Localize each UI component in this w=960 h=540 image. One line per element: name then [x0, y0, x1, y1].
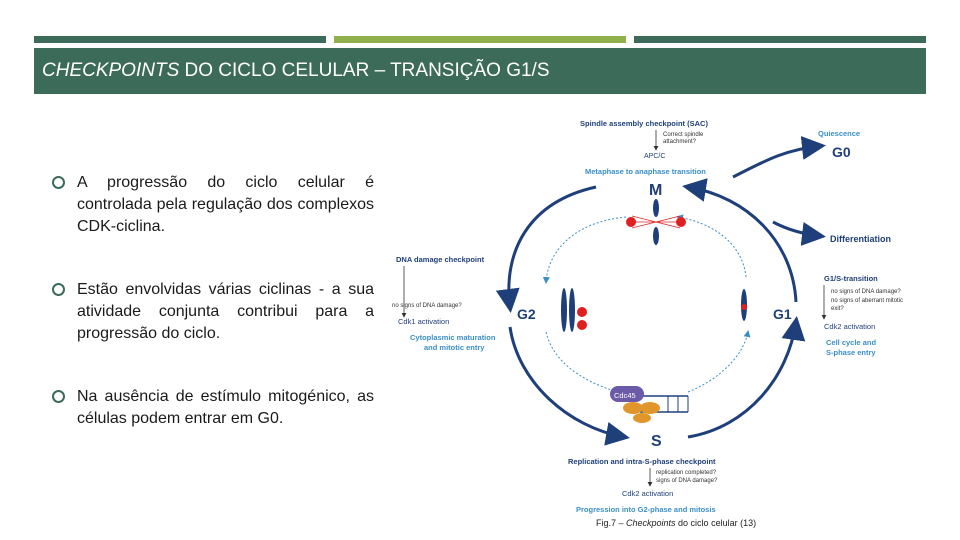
g1-chromosome: [741, 289, 747, 321]
figure-caption: Fig.7 – Checkpoints do ciclo celular (13…: [596, 518, 756, 528]
intra-s-title: Replication and intra-S-phase checkpoint: [568, 457, 716, 466]
sac-question-1: Correct spindle: [663, 132, 704, 138]
slide-title: CHECKPOINTS DO CICLO CELULAR – TRANSIÇÃO…: [34, 48, 926, 94]
cell-cycle-entry-2: S-phase entry: [826, 348, 876, 357]
bullet-item: Estão envolvidas várias ciclinas - a sua…: [52, 279, 374, 345]
cdk2-activation-g1: Cdk2 activation: [824, 322, 875, 331]
g1s-question-3: exit?: [831, 306, 844, 312]
progression-g2-mitosis: Progression into G2-phase and mitosis: [576, 505, 716, 514]
cell-cycle-svg: Spindle assembly checkpoint (SAC) Correc…: [392, 119, 903, 514]
cdc45-label: Cdc45: [614, 391, 636, 400]
inner-arrow-3: [687, 330, 751, 393]
cytoplasmic-maturation-2: and mitotic entry: [424, 343, 485, 352]
bullet-text: Na ausência de estímulo mitogénico, as c…: [77, 388, 374, 427]
phase-g0-label: G0: [832, 144, 851, 160]
bullet-text: A progressão do ciclo celular é controla…: [77, 174, 374, 235]
sac-question-2: attachment?: [663, 139, 697, 145]
quiescence-label: Quiescence: [818, 129, 860, 138]
g1s-question-2: no signs of aberrant mitotic: [831, 298, 903, 304]
cycle-arrow-g2-to-s: [508, 326, 630, 446]
bullet-circle-icon: [52, 283, 65, 296]
bullet-text: Estão envolvidas várias ciclinas - a sua…: [77, 281, 374, 342]
bullet-item: A progressão do ciclo celular é controla…: [52, 172, 374, 238]
metaphase-transition: Metaphase to anaphase transition: [585, 167, 706, 176]
phase-m-label: M: [649, 182, 662, 199]
cell-cycle-diagram: Spindle assembly checkpoint (SAC) Correc…: [388, 112, 928, 532]
cdk2-activation-s: Cdk2 activation: [622, 489, 673, 498]
bullet-item: Na ausência de estímulo mitogénico, as c…: [52, 386, 374, 430]
inner-arrow-2: [545, 331, 620, 394]
arrow-to-g0: [732, 136, 826, 179]
slide-title-italic: CHECKPOINTS: [42, 60, 180, 81]
phase-s-label: S: [651, 433, 662, 450]
top-accent-bar-left: [34, 36, 326, 43]
cdk1-activation: Cdk1 activation: [398, 317, 449, 326]
slide-title-rest: DO CICLO CELULAR – TRANSIÇÃO G1/S: [179, 60, 550, 81]
cycle-arrow-m-to-g2: [495, 185, 597, 313]
arrow-to-differentiation: [772, 220, 826, 246]
g1s-question-1: no signs of DNA damage?: [831, 289, 901, 295]
phase-g1-label: G1: [773, 306, 792, 322]
g1s-title: G1/S-transition: [824, 274, 878, 283]
differentiation-label: Differentiation: [830, 234, 891, 244]
inner-arrow-1: [542, 216, 627, 284]
caption-suffix: do ciclo celular (13): [675, 518, 757, 528]
dna-damage-title: DNA damage checkpoint: [396, 255, 485, 264]
cytoplasmic-maturation-1: Cytoplasmic maturation: [410, 333, 496, 342]
bullet-circle-icon: [52, 390, 65, 403]
intra-s-question-1: replication completed?: [656, 470, 717, 476]
g2-chromosomes: [561, 288, 587, 332]
phase-g2-label: G2: [517, 306, 536, 322]
inner-arrow-4: [676, 214, 747, 278]
bullet-circle-icon: [52, 176, 65, 189]
m-phase-chromosomes: [626, 199, 686, 245]
top-accent-bar-middle: [334, 36, 626, 43]
intra-s-question-2: signs of DNA damage?: [656, 478, 718, 484]
cycle-arrow-g1-to-m: [682, 178, 798, 303]
sac-title: Spindle assembly checkpoint (SAC): [580, 119, 708, 128]
dna-damage-question: no signs of DNA damage?: [392, 303, 462, 309]
cell-cycle-entry-1: Cell cycle and: [826, 338, 876, 347]
apcc-label: APC/C: [644, 153, 665, 160]
top-accent-bar-right: [634, 36, 926, 43]
cycle-arrow-s-to-g1: [687, 316, 806, 439]
caption-prefix: Fig.7 –: [596, 518, 627, 528]
caption-italic: Checkpoints: [626, 518, 676, 528]
replication-fork: [610, 386, 689, 423]
